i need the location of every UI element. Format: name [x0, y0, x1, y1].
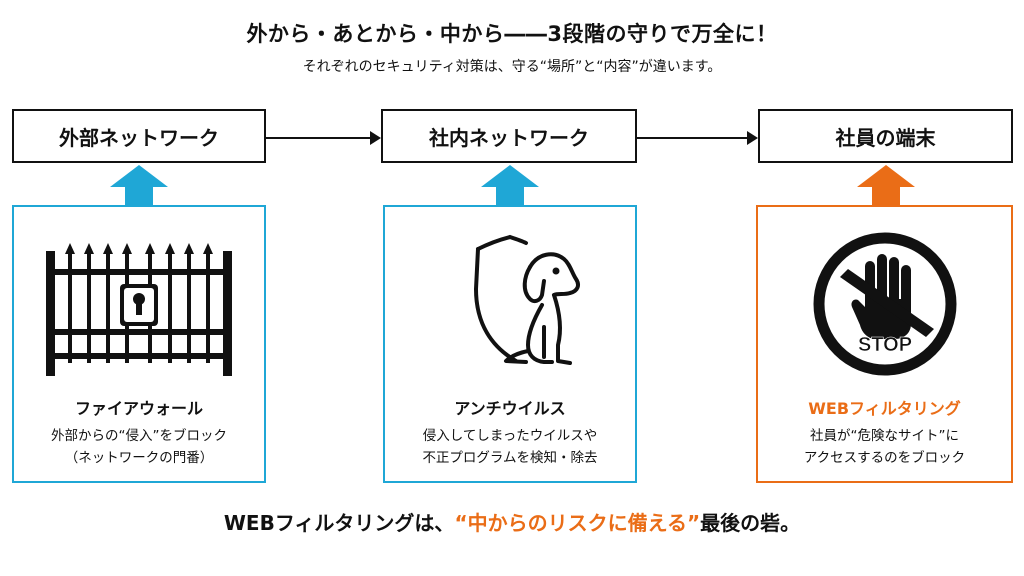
stop-hand-icon: STOP [813, 232, 956, 376]
highlight-text: “中からのリスクに備える” [454, 511, 701, 535]
card-title: ファイアウォール [74, 399, 203, 418]
card-web-filtering: STOP WEBフィルタリング 社員が“危険なサイト”に アクセスするのをブロッ… [756, 205, 1013, 483]
connector-arrow-1 [266, 131, 381, 145]
up-arrow-icon [110, 165, 168, 205]
card-firewall: ファイアウォール 外部からの“侵入”をブロック （ネットワークの門番） [12, 205, 266, 483]
stage-external-network: 外部ネットワーク [12, 109, 266, 163]
bottom-message: WEBフィルタリングは、“中からのリスクに備える”最後の砦。 [223, 511, 801, 535]
card-antivirus: アンチウイルス 侵入してしまったウイルスや 不正プログラムを検知・除去 [383, 205, 637, 483]
page-title: 外から・あとから・中から――3段階の守りで万全に！ [246, 22, 778, 46]
card-description: 外部からの“侵入”をブロック （ネットワークの門番） [51, 428, 227, 466]
stop-label: STOP [857, 334, 911, 356]
gate-lock-icon [46, 243, 232, 376]
stage-label: 外部ネットワーク [59, 125, 219, 150]
stage-label: 社員の端末 [835, 125, 936, 150]
connector-arrow-2 [637, 131, 758, 145]
card-title: アンチウイルス [454, 399, 566, 418]
card-description: 侵入してしまったウイルスや 不正プログラムを検知・除去 [422, 428, 598, 466]
up-arrow-icon [481, 165, 539, 205]
stage-label: 社内ネットワーク [429, 125, 589, 150]
stage-internal-network: 社内ネットワーク [381, 109, 637, 163]
up-arrow-icon [857, 165, 915, 205]
page-subtitle: それぞれのセキュリティ対策は、守る“場所”と“内容”が違います。 [302, 59, 722, 75]
card-description: 社員が“危険なサイト”に アクセスするのをブロック [803, 428, 966, 466]
stage-employee-device: 社員の端末 [758, 109, 1013, 163]
card-title: WEBフィルタリング [808, 399, 961, 418]
shield-dog-icon [473, 234, 580, 365]
